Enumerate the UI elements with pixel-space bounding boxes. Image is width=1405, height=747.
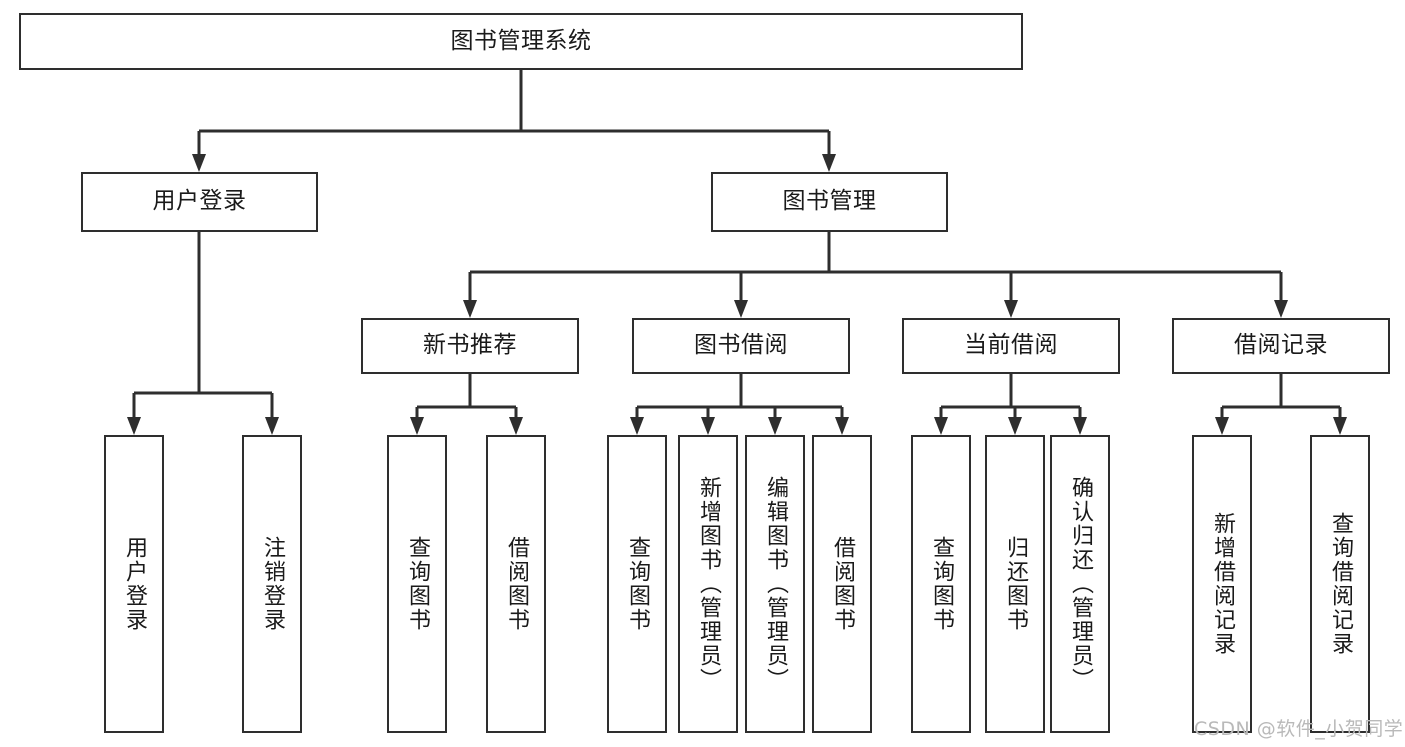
- node-leaf-record-query[interactable]: 查询借阅记录: [1310, 435, 1370, 733]
- connector-arrowhead-book-borrow-children-0: [630, 417, 644, 435]
- node-leaf-user-logout[interactable]: 注销登录: [242, 435, 302, 733]
- node-label-leaf-borrow-do: 借阅图书: [830, 536, 855, 632]
- node-label-user-login: 用户登录: [152, 188, 247, 215]
- connector-arrowhead-book-manage-children-3: [1274, 300, 1288, 318]
- node-leaf-borrow-do[interactable]: 借阅图书: [812, 435, 872, 733]
- connector-arrowhead-book-manage-children-2: [1004, 300, 1018, 318]
- node-user-login[interactable]: 用户登录: [81, 172, 318, 232]
- connector-arrowhead-book-manage-children-0: [463, 300, 477, 318]
- connector-arrowhead-new-book-rec-children-1: [509, 417, 523, 435]
- node-label-leaf-borrow-query: 查询图书: [625, 536, 650, 632]
- node-leaf-user-login[interactable]: 用户登录: [104, 435, 164, 733]
- connector-arrowhead-book-borrow-children-3: [835, 417, 849, 435]
- node-label-leaf-current-query: 查询图书: [929, 536, 954, 632]
- node-label-current-borrow: 当前借阅: [964, 332, 1058, 359]
- connector-arrowhead-book-borrow-children-2: [768, 417, 782, 435]
- connector-arrowhead-user-login-children-0: [127, 417, 141, 435]
- connector-arrowhead-current-borrow-children-1: [1008, 417, 1022, 435]
- node-leaf-current-query[interactable]: 查询图书: [911, 435, 971, 733]
- node-leaf-current-return[interactable]: 归还图书: [985, 435, 1045, 733]
- node-new-book-rec[interactable]: 新书推荐: [361, 318, 579, 374]
- node-leaf-rec-query[interactable]: 查询图书: [387, 435, 447, 733]
- node-root[interactable]: 图书管理系统: [19, 13, 1023, 70]
- connector-arrowhead-borrow-record-children-1: [1333, 417, 1347, 435]
- connector-arrowhead-new-book-rec-children-0: [410, 417, 424, 435]
- node-book-manage[interactable]: 图书管理: [711, 172, 948, 232]
- node-leaf-borrow-query[interactable]: 查询图书: [607, 435, 667, 733]
- node-label-leaf-rec-borrow: 借阅图书: [504, 536, 529, 632]
- node-borrow-record[interactable]: 借阅记录: [1172, 318, 1390, 374]
- connector-arrowhead-current-borrow-children-2: [1073, 417, 1087, 435]
- node-label-leaf-borrow-edit: 编辑图书（管理员）: [763, 476, 788, 692]
- node-leaf-borrow-add[interactable]: 新增图书（管理员）: [678, 435, 738, 733]
- node-label-new-book-rec: 新书推荐: [423, 332, 517, 359]
- connector-arrowhead-book-borrow-children-1: [701, 417, 715, 435]
- node-label-borrow-record: 借阅记录: [1234, 332, 1328, 359]
- node-label-leaf-current-return: 归还图书: [1003, 536, 1028, 632]
- node-label-leaf-user-logout: 注销登录: [260, 536, 285, 632]
- node-leaf-rec-borrow[interactable]: 借阅图书: [486, 435, 546, 733]
- node-label-leaf-user-login: 用户登录: [122, 536, 147, 632]
- connector-arrowhead-book-manage-children-1: [734, 300, 748, 318]
- connector-arrowhead-root-children-1: [822, 154, 836, 172]
- node-label-leaf-rec-query: 查询图书: [405, 536, 430, 632]
- node-label-leaf-current-confirm: 确认归还（管理员）: [1068, 476, 1093, 692]
- node-leaf-borrow-edit[interactable]: 编辑图书（管理员）: [745, 435, 805, 733]
- watermark-text: CSDN @软件_小贺同学: [1194, 718, 1404, 740]
- node-label-leaf-record-query: 查询借阅记录: [1328, 512, 1353, 656]
- node-leaf-current-confirm[interactable]: 确认归还（管理员）: [1050, 435, 1110, 733]
- node-label-root: 图书管理系统: [450, 27, 592, 54]
- node-book-borrow[interactable]: 图书借阅: [632, 318, 850, 374]
- node-label-book-manage: 图书管理: [782, 188, 877, 215]
- node-current-borrow[interactable]: 当前借阅: [902, 318, 1120, 374]
- connector-arrowhead-borrow-record-children-0: [1215, 417, 1229, 435]
- node-label-leaf-borrow-add: 新增图书（管理员）: [696, 476, 721, 692]
- connector-arrowhead-current-borrow-children-0: [934, 417, 948, 435]
- connector-arrowhead-root-children-0: [192, 154, 206, 172]
- node-label-book-borrow: 图书借阅: [694, 332, 788, 359]
- connector-arrowhead-user-login-children-1: [265, 417, 279, 435]
- node-leaf-record-add[interactable]: 新增借阅记录: [1192, 435, 1252, 733]
- node-label-leaf-record-add: 新增借阅记录: [1210, 512, 1235, 656]
